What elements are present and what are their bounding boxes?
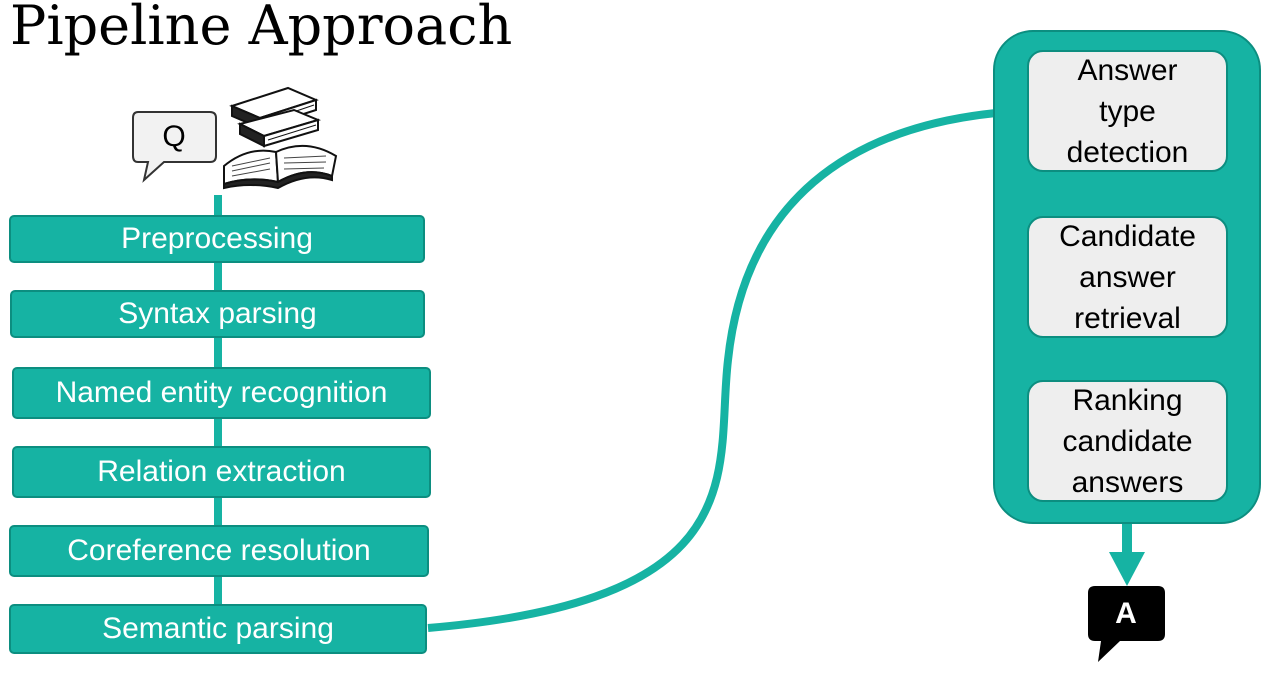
answer-stages-panel: Answer type detection Candidate answer r…: [993, 30, 1261, 524]
stage-answer-type-detection: Answer type detection: [1027, 50, 1228, 172]
slide-title: Pipeline Approach: [10, 0, 513, 57]
step-syntax-parsing: Syntax parsing: [10, 290, 425, 338]
stage-label: Candidate answer retrieval: [1059, 219, 1196, 335]
answer-arrow-head: [1109, 552, 1145, 586]
step-label: Named entity recognition: [55, 376, 388, 409]
stage-ranking-candidate-answers: Ranking candidate answers: [1027, 380, 1228, 502]
step-label: Semantic parsing: [102, 612, 334, 645]
step-coreference-resolution: Coreference resolution: [9, 525, 429, 577]
answer-label: A: [1115, 597, 1137, 630]
step-label: Relation extraction: [97, 455, 346, 488]
step-named-entity-recognition: Named entity recognition: [12, 367, 431, 419]
step-label: Preprocessing: [121, 222, 313, 255]
step-label: Coreference resolution: [67, 534, 371, 567]
step-relation-extraction: Relation extraction: [12, 446, 431, 498]
step-semantic-parsing: Semantic parsing: [9, 604, 427, 654]
s-curve-connector: [427, 109, 997, 632]
stage-label: Ranking candidate answers: [1062, 383, 1193, 499]
step-preprocessing: Preprocessing: [9, 215, 425, 263]
question-label: Q: [162, 120, 186, 153]
stage-label: Answer type detection: [1066, 53, 1189, 169]
answer-bubble-icon: [1088, 586, 1165, 662]
stage-candidate-answer-retrieval: Candidate answer retrieval: [1027, 216, 1228, 338]
books-icon: [223, 86, 338, 190]
step-label: Syntax parsing: [118, 297, 317, 330]
question-bubble-icon: [132, 111, 217, 183]
